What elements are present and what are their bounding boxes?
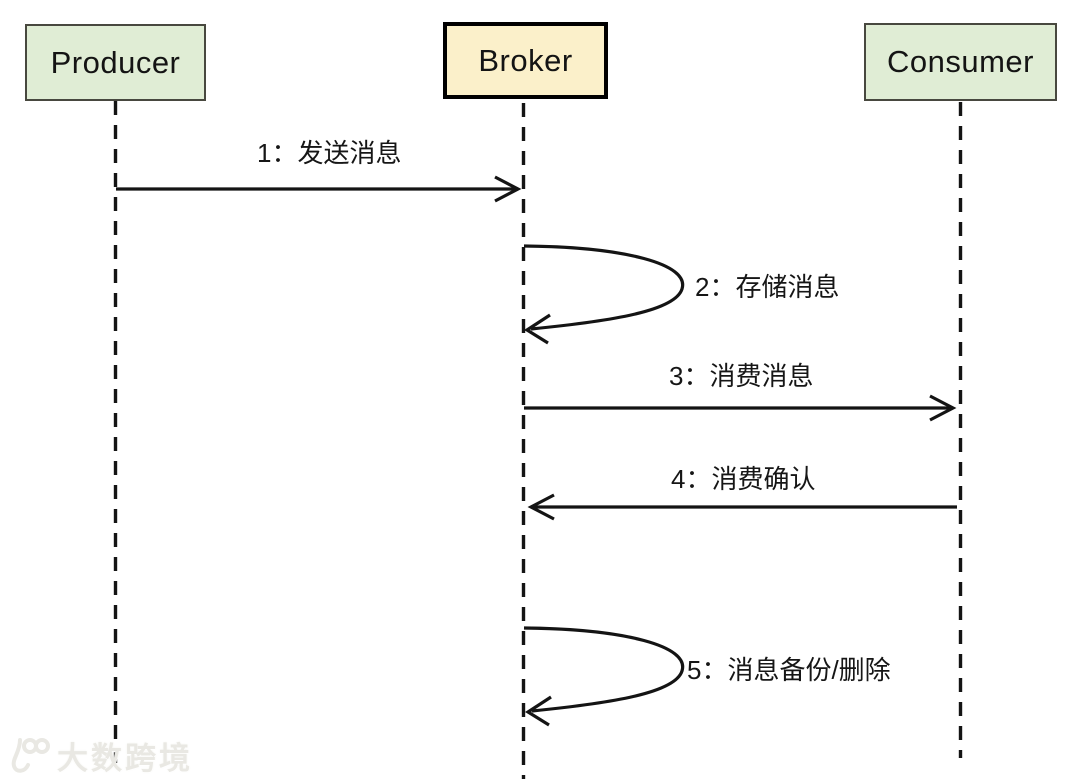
message-4-label: 4：消费确认: [671, 464, 816, 494]
message-5-self-loop: [523, 626, 685, 727]
message-1-arrow: [116, 175, 522, 203]
message-2-self-loop: [523, 244, 685, 345]
message-1-label: 1：发送消息: [257, 138, 402, 168]
message-5-label: 5：消息备份/删除: [687, 655, 891, 685]
actor-broker-label: Broker: [478, 42, 573, 78]
message-3-label: 3：消费消息: [669, 361, 814, 391]
watermark: 大数跨境: [6, 733, 193, 778]
message-2-label: 2：存储消息: [695, 272, 840, 302]
actor-producer-label: Producer: [50, 44, 181, 80]
message-4-arrow: [527, 493, 957, 521]
actor-consumer: Consumer: [864, 23, 1057, 101]
watermark-text: 大数跨境: [57, 741, 193, 776]
actor-producer: Producer: [25, 24, 206, 101]
message-3-arrow: [524, 394, 957, 422]
actor-consumer-label: Consumer: [887, 44, 1034, 79]
actor-broker: Broker: [443, 22, 608, 99]
watermark-logo-icon: [11, 737, 50, 773]
